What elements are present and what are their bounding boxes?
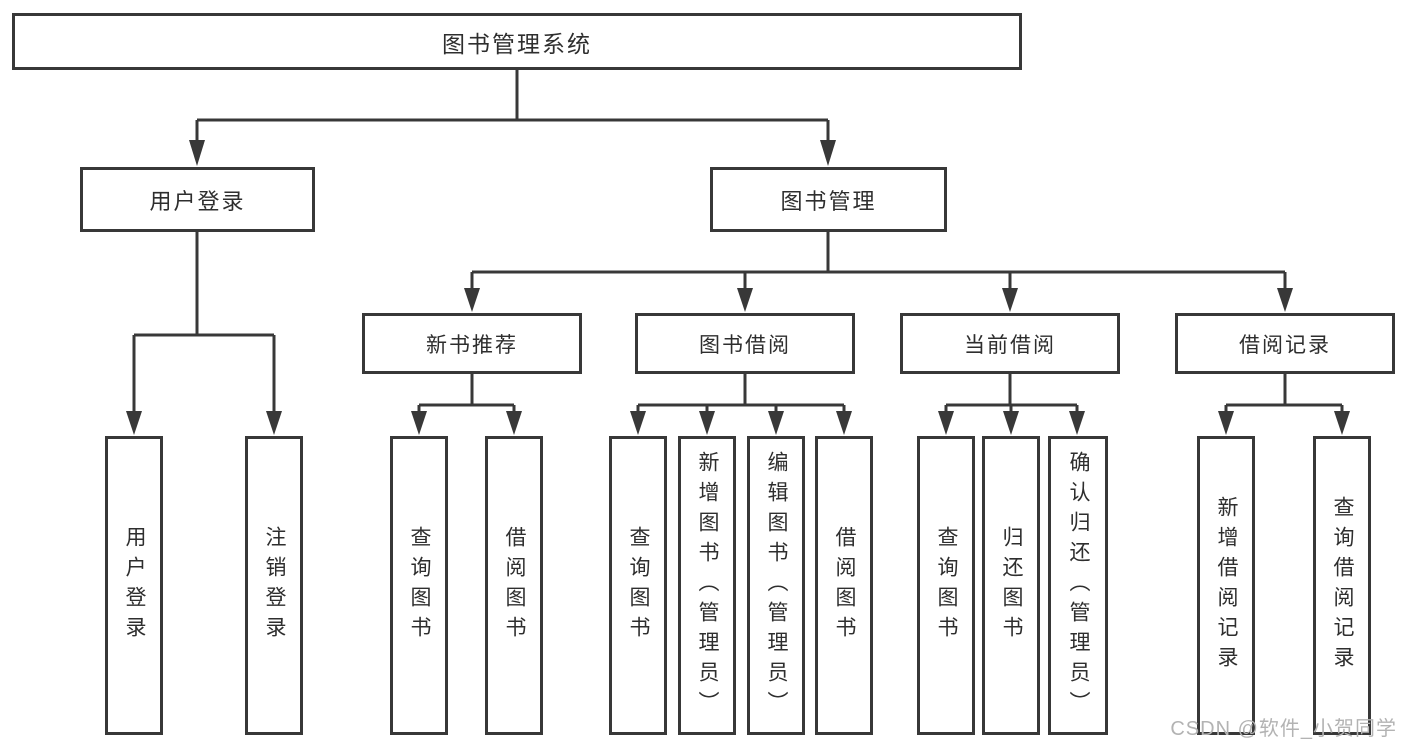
node-borrow-record-label: 借阅记录	[1239, 333, 1331, 357]
node-borrow-record: 借阅记录	[1175, 313, 1395, 374]
leaf-current-confirm-return-admin-label: 确认归还（管理员）	[1067, 450, 1090, 721]
node-new-book-recommend: 新书推荐	[362, 313, 582, 374]
node-current-borrow: 当前借阅	[900, 313, 1120, 374]
node-new-book-recommend-label: 新书推荐	[426, 333, 518, 357]
leaf-borrow-query-book-label: 查询图书	[627, 525, 650, 646]
leaf-recommend-borrow-book: 借阅图书	[485, 436, 543, 735]
arrowheads	[126, 140, 1350, 435]
node-book-borrow-label: 图书借阅	[699, 333, 791, 357]
node-user-login-label: 用户登录	[149, 188, 246, 214]
leaf-user-login: 用户登录	[105, 436, 163, 735]
leaf-recommend-query-book: 查询图书	[390, 436, 448, 735]
leaf-borrow-add-book-admin: 新增图书（管理员）	[678, 436, 736, 735]
node-book-borrow: 图书借阅	[635, 313, 855, 374]
node-current-borrow-label: 当前借阅	[964, 333, 1056, 357]
leaf-borrow-add-book-admin-label: 新增图书（管理员）	[696, 450, 719, 721]
leaf-record-query-borrow-record: 查询借阅记录	[1313, 436, 1371, 735]
leaf-borrow-borrow-book-label: 借阅图书	[833, 525, 856, 646]
leaf-current-query-book: 查询图书	[917, 436, 975, 735]
leaf-current-query-book-label: 查询图书	[935, 525, 958, 646]
node-book-management-label: 图书管理	[780, 188, 877, 214]
node-root-system: 图书管理系统	[12, 13, 1022, 70]
leaf-borrow-borrow-book: 借阅图书	[815, 436, 873, 735]
node-book-management: 图书管理	[710, 167, 947, 232]
leaf-record-query-borrow-record-label: 查询借阅记录	[1331, 495, 1354, 676]
leaf-current-confirm-return-admin: 确认归还（管理员）	[1048, 436, 1108, 735]
leaf-borrow-query-book: 查询图书	[609, 436, 667, 735]
node-user-login: 用户登录	[80, 167, 315, 232]
leaf-user-login-label: 用户登录	[123, 525, 146, 646]
leaf-record-add-borrow-record: 新增借阅记录	[1197, 436, 1255, 735]
leaf-current-return-book: 归还图书	[982, 436, 1040, 735]
leaf-recommend-query-book-label: 查询图书	[408, 525, 431, 646]
node-root-label: 图书管理系统	[442, 30, 592, 57]
leaf-logout: 注销登录	[245, 436, 303, 735]
leaf-borrow-edit-book-admin-label: 编辑图书（管理员）	[765, 450, 788, 721]
leaf-borrow-edit-book-admin: 编辑图书（管理员）	[747, 436, 805, 735]
csdn-watermark: CSDN @软件_小贺同学	[1170, 718, 1397, 740]
leaf-record-add-borrow-record-label: 新增借阅记录	[1215, 495, 1238, 676]
leaf-recommend-borrow-book-label: 借阅图书	[503, 525, 526, 646]
leaf-current-return-book-label: 归还图书	[1000, 525, 1023, 646]
leaf-logout-label: 注销登录	[263, 525, 286, 646]
